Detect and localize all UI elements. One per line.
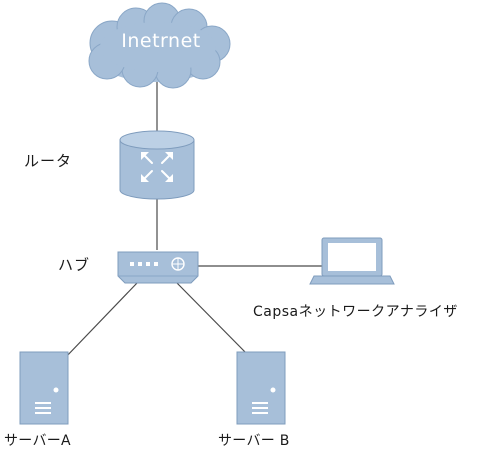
server-icon	[236, 351, 286, 425]
laptop-icon	[309, 237, 395, 285]
hub-label: ハブ	[58, 256, 91, 274]
analyzer-label: Capsaネットワークアナライザ	[253, 304, 458, 320]
cloud-label: Inetrnet	[121, 30, 201, 52]
connections	[63, 82, 322, 360]
link-hub-server-a	[63, 281, 139, 360]
router-label: ルータ	[24, 152, 73, 170]
link-hub-server-b	[175, 281, 251, 358]
cloud-icon	[88, 2, 231, 89]
server-icon	[19, 351, 69, 425]
hub-icon	[117, 251, 199, 284]
server-b-label: サーバー B	[218, 433, 290, 449]
router-icon	[119, 130, 195, 200]
server-a-label: サーバーA	[4, 433, 71, 449]
